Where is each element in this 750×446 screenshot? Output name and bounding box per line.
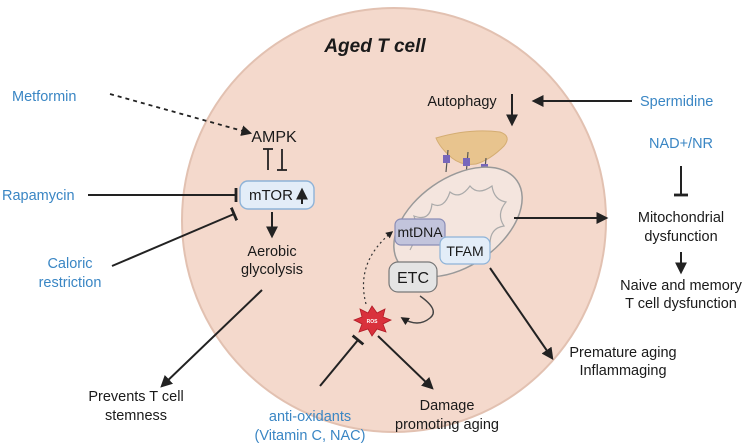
ros-burst xyxy=(353,305,392,337)
etc-ros-loop xyxy=(400,295,434,326)
etc-label: ETC xyxy=(397,270,429,287)
cell-title: Aged T cell xyxy=(323,36,426,57)
caloric-inhibits-mtor xyxy=(111,207,239,267)
premature-aging-label-2: Inflammaging xyxy=(579,363,666,379)
prevents-stemness-label-2: stemness xyxy=(105,408,167,424)
naive-memory-label-2: T cell dysfunction xyxy=(625,296,737,312)
damage-label-2: promoting aging xyxy=(395,417,499,433)
naive-memory-label-1: Naive and memory xyxy=(620,278,742,294)
metformin-label: Metformin xyxy=(12,89,76,105)
aerobic-label-2: glycolysis xyxy=(241,262,303,278)
premature-aging-label-1: Premature aging xyxy=(569,345,676,361)
mtdna-box xyxy=(394,218,446,246)
prevents-stemness-label-1: Prevents T cell xyxy=(88,389,183,405)
antioxidants-label-1: anti-oxidants xyxy=(269,409,351,425)
mtor-box xyxy=(239,180,315,210)
autophagosome-shape xyxy=(435,130,508,165)
mtdna-label: mtDNA xyxy=(397,224,443,240)
ros-label: ROS xyxy=(367,319,379,325)
antioxidants-label-2: (Vitamin C, NAC) xyxy=(255,428,366,444)
tfam-label: TFAM xyxy=(446,243,483,259)
metformin-to-ampk-arrow xyxy=(109,93,253,136)
autophagy-label: Autophagy xyxy=(427,94,497,110)
nad-nr-label: NAD+/NR xyxy=(649,136,713,152)
ampk-label: AMPK xyxy=(251,129,297,146)
mito-dysfunction-label-1: Mitochondrial xyxy=(638,210,724,226)
damage-label-1: Damage xyxy=(420,398,475,414)
tfam-box xyxy=(439,236,491,265)
glycolysis-to-stemness-arrow xyxy=(160,289,263,388)
ros-to-damage-arrow xyxy=(377,335,434,390)
caloric-label-1: Caloric xyxy=(47,256,92,272)
mtor-label: mTOR xyxy=(249,187,293,204)
antioxidants-inhibit-ros xyxy=(319,334,365,387)
rapamycin-label: Rapamycin xyxy=(2,188,75,204)
mito-dysfunction-label-2: dysfunction xyxy=(644,229,717,245)
etc-box xyxy=(388,261,438,293)
aerobic-label-1: Aerobic xyxy=(247,244,296,260)
spermidine-label: Spermidine xyxy=(640,94,713,110)
tfam-to-premature-aging-arrow xyxy=(489,267,554,360)
aged-t-cell-body xyxy=(181,7,607,433)
caloric-label-2: restriction xyxy=(39,275,102,291)
ampk-mtor-mutual-inhibition xyxy=(263,148,287,171)
